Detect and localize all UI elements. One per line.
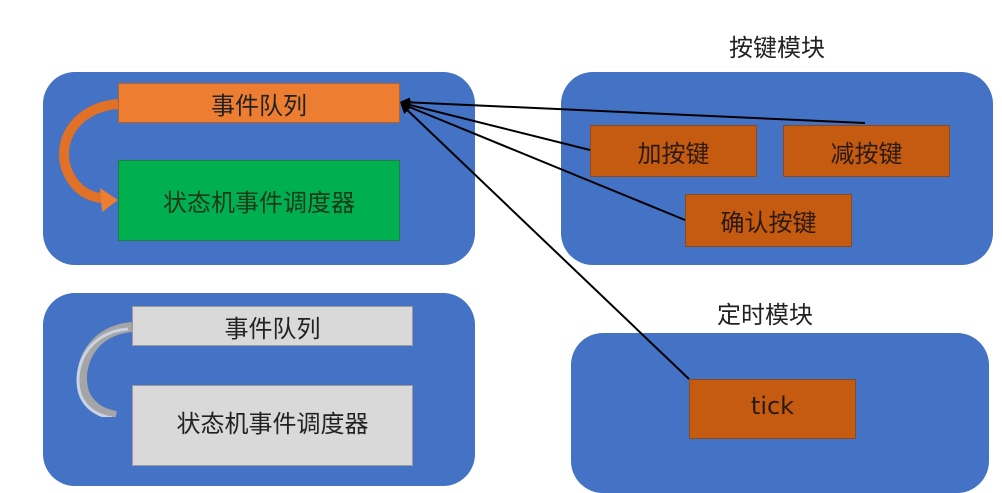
tick-source: tick <box>689 379 856 439</box>
minus-key: 减按键 <box>783 125 950 177</box>
event-queue-inactive: 事件队列 <box>132 306 413 346</box>
plus-key: 加按键 <box>590 125 757 177</box>
timer-module-title: 定时模块 <box>717 301 813 329</box>
key-module-title: 按键模块 <box>729 34 825 62</box>
minus-key-label: 减按键 <box>830 139 903 168</box>
event-queue-active: 事件队列 <box>118 83 400 123</box>
state-machine-dispatcher-active: 状态机事件调度器 <box>118 160 400 241</box>
state-machine-dispatcher-inactive: 状态机事件调度器 <box>132 385 413 466</box>
plus-key-label: 加按键 <box>637 139 710 168</box>
dispatcher-label: 状态机事件调度器 <box>176 410 369 438</box>
confirm-key: 确认按键 <box>685 194 852 247</box>
tick-label: tick <box>750 392 795 420</box>
event-queue-label: 事件队列 <box>224 314 321 343</box>
confirm-key-label: 确认按键 <box>720 209 817 237</box>
dispatcher-label: 状态机事件调度器 <box>163 189 355 217</box>
event-queue-label: 事件队列 <box>211 91 307 120</box>
